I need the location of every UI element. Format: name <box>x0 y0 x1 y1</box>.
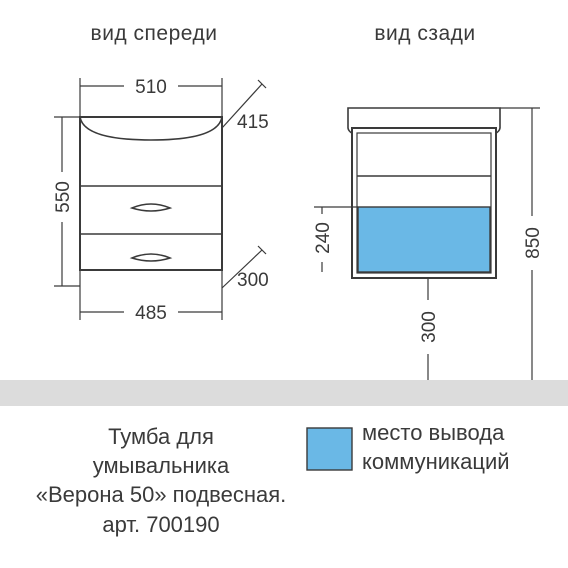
dim-back-total-height: 850 <box>523 227 544 259</box>
front-drawer-handle-2 <box>129 253 173 262</box>
back-cabinet-inner <box>356 132 492 274</box>
caption-line-3: «Верона 50» подвесная. <box>36 482 287 507</box>
dim-front-depth-top: 415 <box>237 112 269 133</box>
legend-swatch <box>306 427 353 471</box>
dim-line-front-depth-bottom <box>221 249 263 289</box>
caption-line-2: умывальника <box>93 453 230 478</box>
front-view: 510 415 550 300 485 <box>53 77 269 324</box>
back-view: 240 300 850 <box>313 107 544 380</box>
legend-line-2: коммуникаций <box>362 449 510 474</box>
dim-front-depth-bottom: 300 <box>237 270 269 291</box>
legend-line-1: место вывода <box>362 420 505 445</box>
floor-band <box>0 380 568 406</box>
legend: место вывода коммуникаций <box>306 420 510 474</box>
front-view-title: вид спереди <box>91 22 218 45</box>
dim-back-comm-height: 240 <box>313 222 334 254</box>
dim-back-bottom-to-floor: 300 <box>419 311 440 343</box>
front-drawer-handle-1 <box>129 203 173 212</box>
dim-front-width-top: 510 <box>135 77 167 98</box>
dim-line-front-depth-top <box>221 83 263 129</box>
dim-tick-front-depth-top <box>257 79 267 89</box>
product-caption: Тумба для умывальника «Верона 50» подвес… <box>36 424 287 537</box>
dim-tick-front-depth-bottom <box>257 245 267 255</box>
caption-line-4: арт. 700190 <box>102 512 219 537</box>
back-view-title: вид сзади <box>374 22 475 45</box>
caption-line-1: Тумба для <box>108 424 214 449</box>
dim-front-height: 550 <box>53 181 74 213</box>
dim-front-width-bottom: 485 <box>135 303 167 324</box>
front-cabinet-body <box>79 116 223 271</box>
front-basin-curve <box>79 116 223 141</box>
communications-zone <box>357 206 491 273</box>
